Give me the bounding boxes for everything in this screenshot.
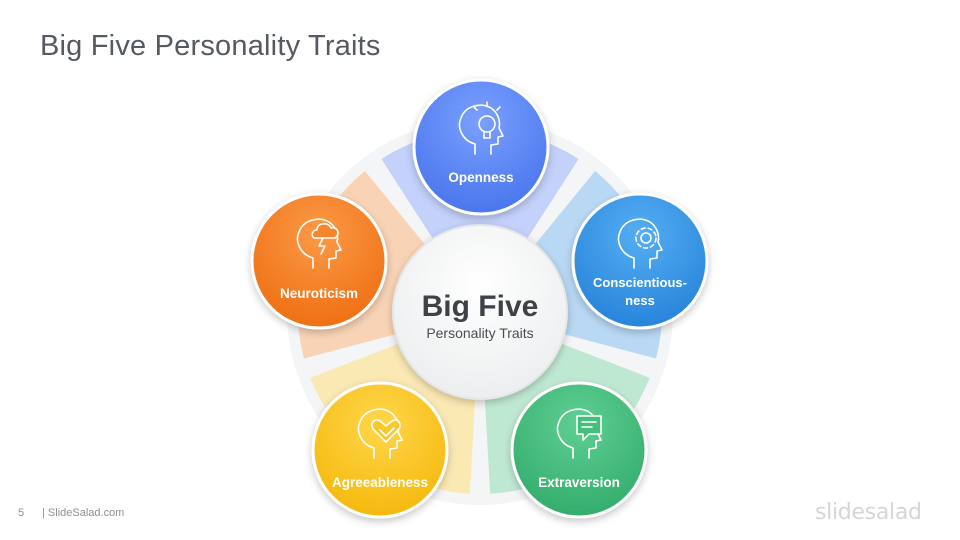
trait-conscientiousness: Conscientious- ness bbox=[571, 192, 709, 330]
trait-agreeableness: Agreeableness bbox=[311, 381, 449, 519]
extraversion-circle bbox=[510, 381, 648, 519]
head-storm-cloud-icon bbox=[296, 218, 342, 269]
conscientiousness-circle bbox=[571, 192, 709, 330]
trait-openness: Openness bbox=[412, 78, 550, 216]
conscientiousness-label-line1: Conscientious- bbox=[593, 275, 687, 290]
agreeableness-label: Agreeableness bbox=[332, 475, 428, 490]
head-lightbulb-icon bbox=[458, 101, 504, 155]
slide-title: Big Five Personality Traits bbox=[40, 30, 381, 62]
agreeableness-circle bbox=[311, 381, 449, 519]
conscientiousness-label-line2: ness bbox=[625, 293, 655, 308]
footer-site: | SlideSalad.com bbox=[42, 507, 125, 519]
trait-extraversion: Extraversion bbox=[510, 381, 648, 519]
brand-logo: slidesalad bbox=[815, 500, 922, 525]
center-subtitle: Personality Traits bbox=[426, 325, 533, 341]
extraversion-label: Extraversion bbox=[538, 475, 620, 490]
neuroticism-label: Neuroticism bbox=[280, 286, 358, 301]
page-number: 5 bbox=[18, 507, 25, 519]
head-speech-bubble-icon bbox=[556, 408, 602, 459]
openness-circle bbox=[412, 78, 550, 216]
head-gear-icon bbox=[617, 218, 663, 269]
neuroticism-circle bbox=[250, 192, 388, 330]
openness-label: Openness bbox=[448, 170, 513, 185]
head-heart-handshake-icon bbox=[357, 408, 403, 459]
center-circle bbox=[392, 224, 568, 400]
center-title: Big Five bbox=[422, 290, 539, 323]
trait-neuroticism: Neuroticism bbox=[250, 192, 388, 330]
